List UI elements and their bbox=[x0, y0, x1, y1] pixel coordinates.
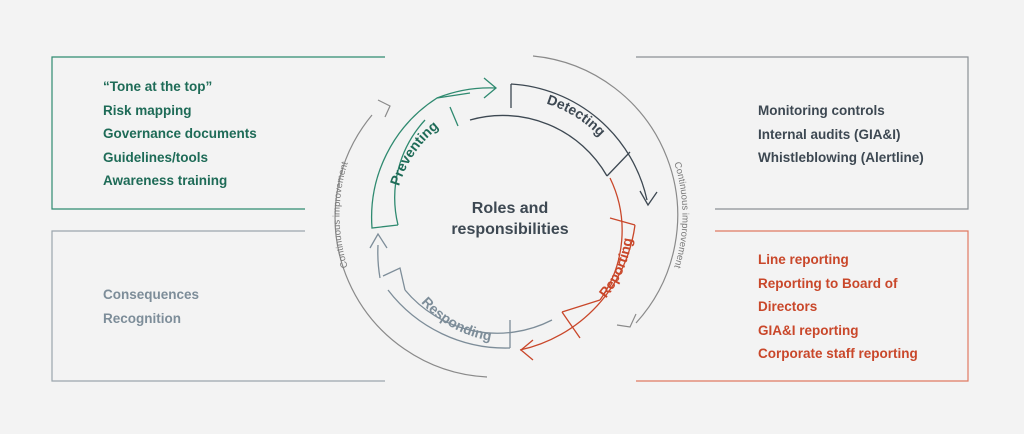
list-item: Line reporting bbox=[758, 252, 849, 267]
list-item: Awareness training bbox=[103, 173, 228, 188]
list-item: Monitoring controls bbox=[758, 103, 885, 118]
reporting-arrowhead bbox=[519, 339, 534, 361]
outer-arc-right bbox=[532, 55, 679, 324]
phase-label-preventing: Preventing bbox=[387, 117, 441, 187]
preventing-outer-edge bbox=[436, 87, 497, 99]
continuous-improvement-left-label: Continuous improvement bbox=[332, 160, 351, 269]
box-reporting-frame bbox=[636, 230, 969, 382]
phase-label-detecting: Detecting bbox=[545, 91, 609, 139]
responding-items-list: Consequences Recognition bbox=[103, 283, 199, 330]
responding-tail bbox=[377, 244, 381, 279]
box-preventing-frame bbox=[51, 56, 385, 210]
phase-arrow-reporting-band bbox=[519, 217, 636, 351]
phase-arrow-responding bbox=[404, 289, 553, 334]
continuous-improvement-right-label: Continuous improvement bbox=[671, 161, 690, 270]
phase-arrow-detecting bbox=[469, 114, 608, 177]
list-item: Consequences bbox=[103, 287, 200, 302]
center-title-line2: responsibilities bbox=[451, 221, 568, 238]
phase-arrow-detecting-band bbox=[510, 83, 648, 201]
list-item: Guidelines/tools bbox=[103, 149, 209, 165]
detecting-items-list: Monitoring controls Internal audits (GIA… bbox=[758, 99, 924, 170]
phase-label-responding: Responding bbox=[419, 293, 493, 343]
phase-label-reporting: Reporting bbox=[596, 236, 636, 300]
phase-arrow-responding-band bbox=[382, 267, 511, 349]
list-item: GIA&I reporting bbox=[758, 322, 859, 338]
list-item: Recognition bbox=[103, 310, 181, 326]
center-title-line1: Roles and bbox=[472, 200, 548, 217]
phase-arrow-preventing-band bbox=[370, 92, 471, 229]
reporting-items-list: Line reporting Reporting to Board of Dir… bbox=[758, 248, 948, 366]
list-item: “Tone at the top” bbox=[103, 79, 213, 94]
box-detecting-frame bbox=[636, 56, 969, 210]
outer-arc-left-arrowhead bbox=[377, 99, 391, 118]
outer-arc-right-arrowhead bbox=[616, 313, 637, 328]
responding-arrowhead bbox=[369, 232, 388, 249]
outer-arc-left bbox=[334, 114, 488, 378]
list-item: Whistleblowing (Alertline) bbox=[758, 150, 924, 165]
box-responding-frame bbox=[51, 230, 385, 382]
list-item: Reporting to Board of Directors bbox=[758, 275, 898, 315]
list-item: Risk mapping bbox=[103, 102, 192, 118]
phase-arrow-preventing bbox=[394, 119, 426, 226]
phase-arrow-reporting bbox=[599, 177, 623, 301]
list-item: Internal audits (GIA&I) bbox=[758, 126, 901, 142]
list-item: Governance documents bbox=[103, 126, 257, 141]
preventing-items-list: “Tone at the top” Risk mapping Governanc… bbox=[103, 75, 257, 193]
detecting-arrowhead bbox=[639, 190, 658, 207]
list-item: Corporate staff reporting bbox=[758, 346, 918, 361]
